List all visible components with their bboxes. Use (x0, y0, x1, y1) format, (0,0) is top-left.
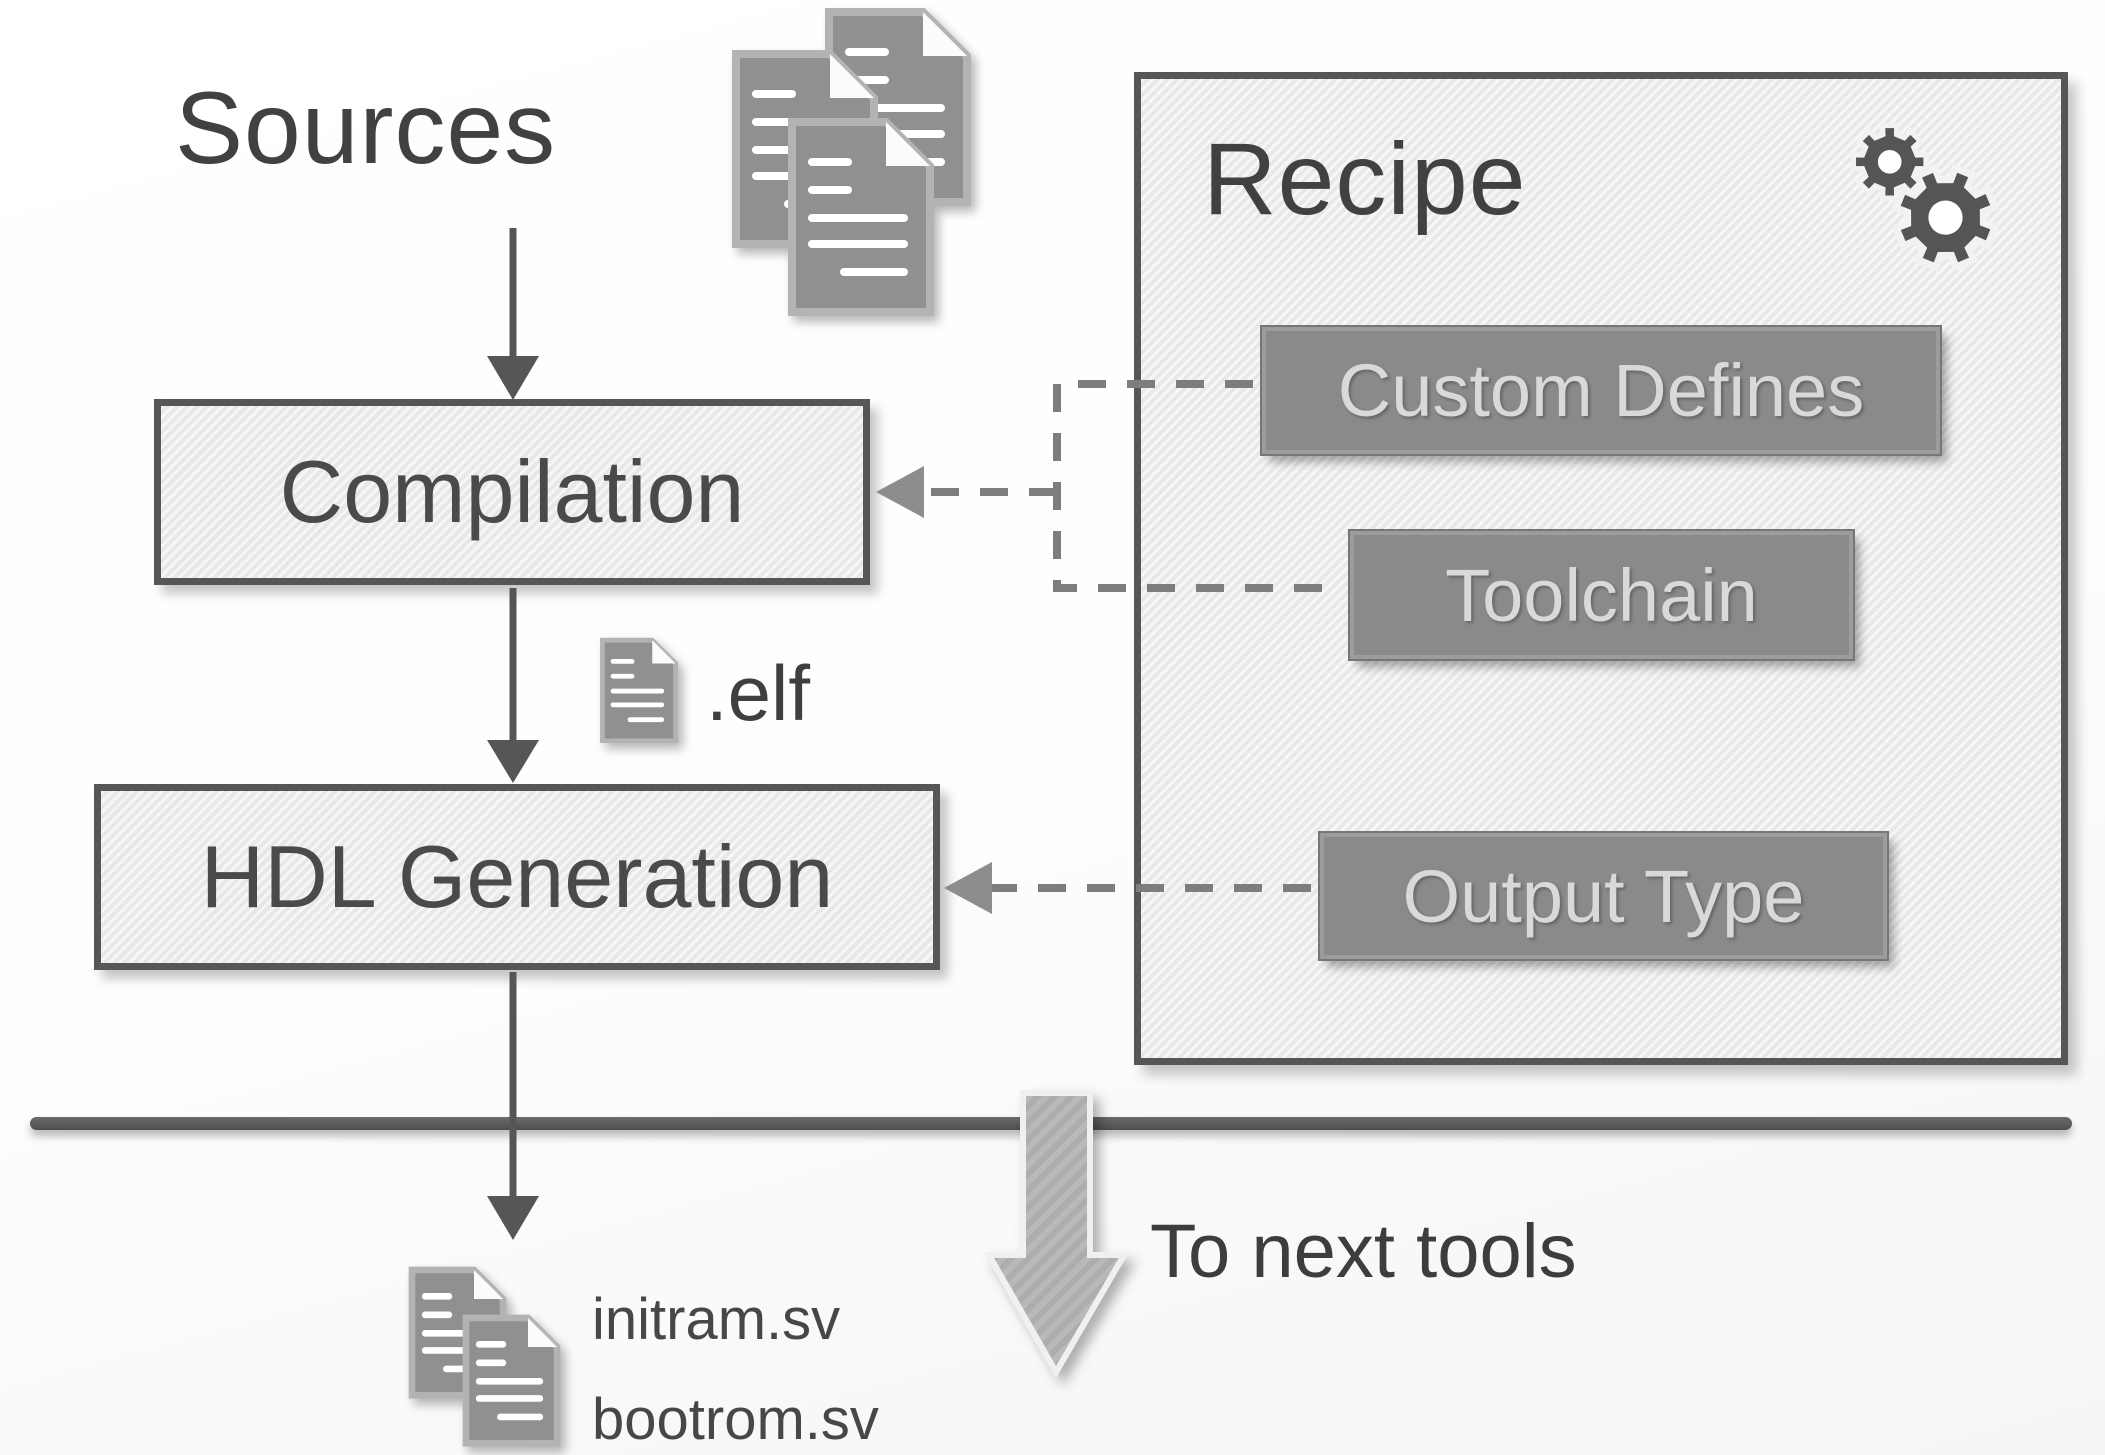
separator-rule (30, 1117, 2072, 1130)
document-icon (788, 118, 934, 316)
stage-label: HDL Generation (200, 827, 834, 926)
output-file-label: initram.sv (592, 1287, 841, 1352)
recipe-param-custom-defines: Custom Defines (1262, 327, 1940, 454)
stage-box-hdl-generation: HDL Generation (94, 784, 940, 970)
next-tools-label: To next tools (1150, 1209, 1577, 1294)
documents-stack-icon (732, 8, 971, 316)
recipe-param-label: Custom Defines (1337, 349, 1865, 432)
stage-box-compilation: Compilation (154, 399, 870, 585)
recipe-param-output-type: Output Type (1320, 833, 1887, 959)
output-file-label: bootrom.sv (592, 1387, 879, 1452)
recipe-title: Recipe (1203, 122, 1527, 236)
flow-arrow-compilation-to-hdl (487, 588, 539, 783)
stage-label: Compilation (279, 442, 745, 541)
dashed-arrow-to-compilation (876, 466, 1057, 518)
sources-label: Sources (175, 71, 557, 185)
document-icon (600, 637, 678, 743)
block-down-arrow (983, 1090, 1130, 1379)
document-icon (462, 1314, 561, 1447)
recipe-param-label: Toolchain (1445, 553, 1758, 637)
flow-arrow-sources-to-compilation (487, 228, 539, 400)
gear-icon (1891, 163, 2000, 272)
gear-icon (1850, 122, 1929, 201)
gears-icon (1850, 122, 2000, 272)
elf-file-label: .elf (706, 649, 811, 737)
output-file-labels: initram.sv bootrom.sv (592, 1270, 879, 1455)
recipe-panel: Recipe Custom Defines Toolchain Output T… (1134, 72, 2068, 1065)
flow-arrow-hdl-to-outputs (487, 972, 539, 1240)
recipe-param-toolchain: Toolchain (1350, 531, 1853, 659)
output-documents-stack-icon (408, 1266, 561, 1447)
recipe-param-label: Output Type (1402, 854, 1805, 938)
